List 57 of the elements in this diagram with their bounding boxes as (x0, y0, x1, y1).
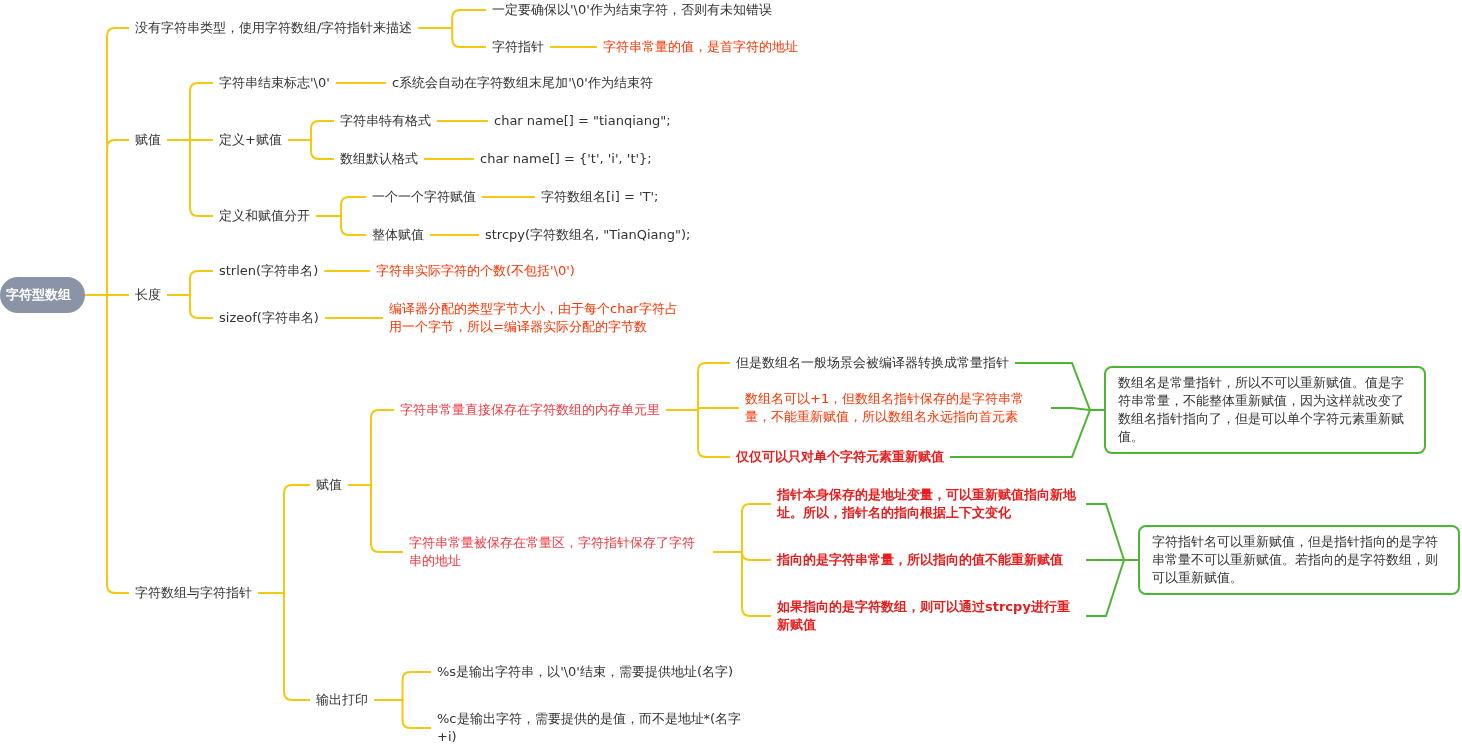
topic-label: %s是输出字符串，以'\0'结束，需要提供地址(名字) (431, 661, 751, 683)
branch-line (417, 27, 487, 48)
topic-label: char name[] = {'t', 'i', 't'}; (474, 148, 658, 170)
topic-label: 赋值 (129, 129, 167, 151)
topic-label: 字符串实际字符的个数(不包括'\0') (370, 260, 581, 282)
topic-label: strlen(字符串名) (213, 260, 325, 282)
topic-label: 数组名可以+1，但数组名指针保存的是字符串常量，不能重新赋值，所以数组名永远指向首元素 (739, 388, 1051, 428)
topic-label: 输出打印 (310, 689, 374, 711)
topic-label: char name[] = "tianqiang"; (488, 110, 677, 132)
topic-label: 定义+赋值 (213, 129, 288, 151)
topic-label: 但是数组名一般场景会被编译器转换成常量指针 (730, 352, 1015, 374)
summary-text: 数组名是常量指针，所以不可以重新赋值。值是字符串常量，不能整体重新赋值，因为这样就改变了数组名指针指向了，但是可以单个字符元素重新赋值。 (1118, 374, 1405, 446)
topic-label: 仅仅可以只对单个字符元素重新赋值 (730, 446, 950, 468)
topic-label: 字符串常量的值，是首字符的地址 (597, 36, 804, 58)
topic-label: strcpy(字符数组名, "TianQiang"); (479, 224, 697, 246)
branch-line (257, 592, 311, 701)
summary-text: 字符指针名可以重新赋值，但是指针指向的是字符串常量不可以重新赋值。若指向的是字符数组，则可以重新赋值。 (1152, 533, 1439, 587)
branch-line (286, 139, 335, 160)
topic-label: 字符串常量被保存在常量区，字符指针保存了字符串的地址 (403, 532, 713, 572)
branch-line (315, 215, 367, 236)
branch-line (323, 317, 384, 319)
topic-label: 赋值 (310, 474, 348, 496)
topic-label: 指向的是字符串常量，所以指向的值不能重新赋值 (771, 549, 1086, 571)
branch-line (429, 234, 480, 236)
branch-line (423, 158, 475, 160)
topic-label: 编译器分配的类型字节大小，由于每个char字符占用一个字节，所以=编译器实际分配的字节数 (383, 298, 693, 338)
topic-label: c系统会自动在字符数组末尾加'\0'作为结束符 (386, 72, 659, 94)
topic-label: 字符串特有格式 (334, 110, 437, 132)
topic-label: 整体赋值 (366, 224, 430, 246)
topic-label: sizeof(字符串名) (213, 307, 325, 329)
branch-line (436, 120, 489, 122)
topic-label: 如果指向的是字符数组，则可以通过strcpy进行重新赋值 (771, 596, 1086, 636)
topic-label: 没有字符串类型，使用字符数组/字符指针来描述 (129, 17, 419, 39)
branch-line (481, 196, 536, 198)
topic-label: 长度 (129, 284, 167, 306)
topic-label: 一个一个字符赋值 (366, 186, 482, 208)
root-topic-text: 字符型数组 (6, 286, 71, 304)
topic-label: %c是输出字符，需要提供的是值，而不是地址*(名字+i) (431, 708, 751, 748)
branch-line (323, 270, 371, 272)
topic-label: 字符指针 (486, 36, 550, 58)
summary-bracket (949, 409, 1105, 458)
summary-box (1104, 366, 1426, 454)
summary-bracket (1085, 559, 1139, 617)
branch-line (373, 699, 432, 729)
topic-label: 字符串常量直接保存在字符数组的内存单元里 (394, 399, 666, 421)
topic-label: 字符数组与字符指针 (129, 582, 258, 604)
topic-label: 一定要确保以'\0'作为结束字符，否则有未知错误 (486, 0, 778, 21)
topic-label: 字符数组名[i] = 'T'; (535, 186, 665, 208)
topic-label: 数组默认格式 (334, 148, 424, 170)
root-topic (0, 277, 85, 313)
summary-box (1138, 525, 1460, 595)
branch-line (334, 82, 387, 84)
branch-line (549, 46, 598, 48)
topic-label: 字符串结束标志'\0' (213, 72, 336, 94)
topic-label: 指针本身保存的是地址变量，可以重新赋值指向新地址。所以，指针名的指向根据上下文变化 (771, 484, 1086, 524)
branch-line (84, 294, 130, 594)
topic-label: 定义和赋值分开 (213, 205, 316, 227)
